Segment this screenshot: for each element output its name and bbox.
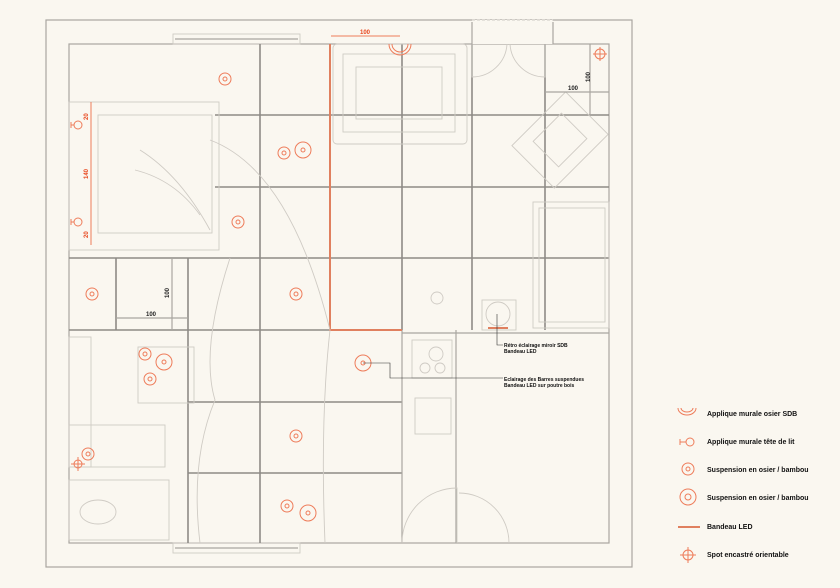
svg-text:Suspension en osier / bambou: Suspension en osier / bambou [707,495,809,502]
svg-text:Bandeau LED: Bandeau LED [707,524,753,531]
window-bottom [172,542,301,554]
svg-text:20: 20 [84,231,90,238]
svg-text:100: 100 [568,86,579,92]
pendant-icon [81,72,372,522]
sink [414,397,452,435]
armchair [511,91,609,189]
bedside-wall-light-icon [679,437,695,447]
svg-text:Applique murale tête de lit: Applique murale tête de lit [707,439,795,446]
svg-text:100: 100 [360,30,371,36]
wall-light-icon [388,43,412,56]
svg-text:Bandeau LED sur poutre bois: Bandeau LED sur poutre bois [504,383,575,389]
wall-light-arc-icon [677,407,697,416]
pendant-small-icon [681,462,695,476]
svg-text:Suspension en osier / bambou: Suspension en osier / bambou [707,467,809,474]
dimensions: 100 100 100 20 140 20 100 100 [84,30,609,330]
furniture [68,43,610,544]
recessed-spot-icon [680,547,696,563]
cooktop [411,339,453,379]
svg-text:20: 20 [84,113,90,120]
svg-text:Bandeau LED: Bandeau LED [504,349,537,355]
recessed-spot-icon [593,47,607,61]
ceiling-beams [69,44,609,543]
pendant-large-icon [679,488,697,506]
washbasin [481,299,517,331]
sofa [332,43,468,145]
light-fixtures [70,43,607,522]
bed [68,101,220,251]
table [137,346,195,404]
wardrobe [532,201,610,329]
svg-text:Spot encastré orientable: Spot encastré orientable [707,552,789,559]
legend: Applique murale osier SDB Applique mural… [677,407,809,563]
svg-text:100: 100 [586,71,592,82]
svg-text:Eclairage des Barres suspendue: Eclairage des Barres suspendues [504,377,584,383]
annotations: Rétro éclairage miroir SDB Bandeau LED E… [363,314,584,389]
bench [68,336,92,468]
svg-text:100: 100 [165,287,171,298]
window-top [172,33,301,45]
svg-text:140: 140 [84,168,90,179]
svg-text:Rétro éclairage miroir SDB: Rétro éclairage miroir SDB [504,343,568,349]
bedside-light-icon [70,120,85,471]
toilet [68,479,170,541]
svg-text:100: 100 [146,312,157,318]
svg-text:Applique murale osier SDB: Applique murale osier SDB [707,411,797,418]
